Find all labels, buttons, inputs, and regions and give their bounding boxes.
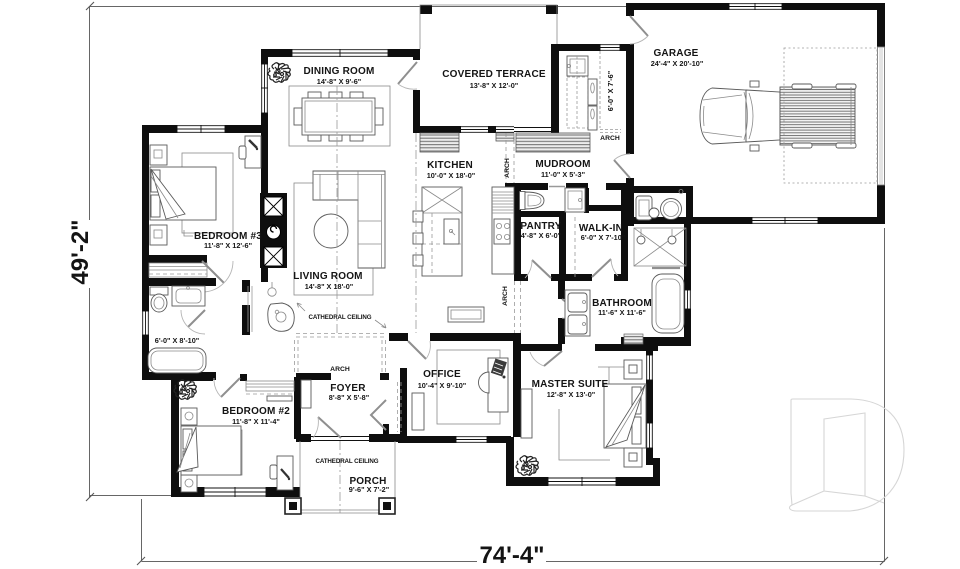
svg-text:4'-8" X 6'-0": 4'-8" X 6'-0" (521, 231, 561, 240)
svg-text:DINING ROOM: DINING ROOM (303, 66, 374, 77)
svg-text:49'-2": 49'-2" (67, 219, 94, 284)
svg-text:KITCHEN: KITCHEN (427, 160, 473, 171)
svg-text:BEDROOM #2: BEDROOM #2 (222, 406, 290, 417)
svg-text:10'-0" X 18'-0": 10'-0" X 18'-0" (427, 171, 476, 180)
svg-text:14'-8" X 18'-0": 14'-8" X 18'-0" (305, 282, 354, 291)
svg-text:LIVING ROOM: LIVING ROOM (293, 271, 362, 282)
svg-text:MUDROOM: MUDROOM (535, 159, 590, 170)
svg-text:MASTER SUITE: MASTER SUITE (532, 379, 609, 390)
svg-text:COVERED TERRACE: COVERED TERRACE (442, 69, 546, 80)
svg-text:8'-8" X 5'-8": 8'-8" X 5'-8" (329, 393, 369, 402)
svg-text:ARCH: ARCH (600, 135, 620, 142)
svg-text:11'-6" X 11'-6": 11'-6" X 11'-6" (598, 308, 646, 317)
svg-text:GARAGE: GARAGE (653, 48, 698, 59)
svg-text:BEDROOM #3: BEDROOM #3 (194, 231, 262, 242)
svg-text:CATHEDRAL CEILING: CATHEDRAL CEILING (308, 314, 371, 321)
svg-text:14'-8" X 9'-6": 14'-8" X 9'-6" (317, 77, 361, 86)
svg-text:11'-0" X 5'-3": 11'-0" X 5'-3" (541, 170, 585, 179)
svg-text:OFFICE: OFFICE (423, 369, 461, 380)
svg-text:10'-4" X 9'-10": 10'-4" X 9'-10" (418, 381, 467, 390)
svg-text:11'-8" X 12'-6": 11'-8" X 12'-6" (204, 241, 252, 250)
svg-text:ARCH: ARCH (502, 286, 509, 306)
svg-text:ARCH: ARCH (504, 158, 511, 178)
svg-text:11'-8" X 11'-4": 11'-8" X 11'-4" (232, 417, 280, 426)
svg-text:PORCH: PORCH (349, 476, 386, 487)
svg-text:6'-0" X 7'-10": 6'-0" X 7'-10" (581, 233, 625, 242)
svg-text:WALK-IN: WALK-IN (579, 223, 623, 234)
svg-text:6'-0" X 8'-10": 6'-0" X 8'-10" (155, 336, 199, 345)
svg-text:FOYER: FOYER (330, 383, 366, 394)
svg-text:74'-4": 74'-4" (479, 542, 544, 569)
svg-text:13'-8" X 12'-0": 13'-8" X 12'-0" (470, 81, 519, 90)
svg-text:ARCH: ARCH (330, 366, 350, 373)
svg-text:24'-4" X 20'-10": 24'-4" X 20'-10" (651, 59, 704, 68)
svg-text:12'-8" X 13'-0": 12'-8" X 13'-0" (547, 390, 596, 399)
svg-text:6'-0" X 7'-6": 6'-0" X 7'-6" (606, 71, 615, 111)
svg-text:9'-6" X 7'-2": 9'-6" X 7'-2" (349, 485, 389, 494)
svg-text:BATHROOM: BATHROOM (592, 298, 652, 309)
svg-text:CATHEDRAL CEILING: CATHEDRAL CEILING (315, 458, 378, 465)
svg-text:PANTRY: PANTRY (520, 221, 561, 232)
